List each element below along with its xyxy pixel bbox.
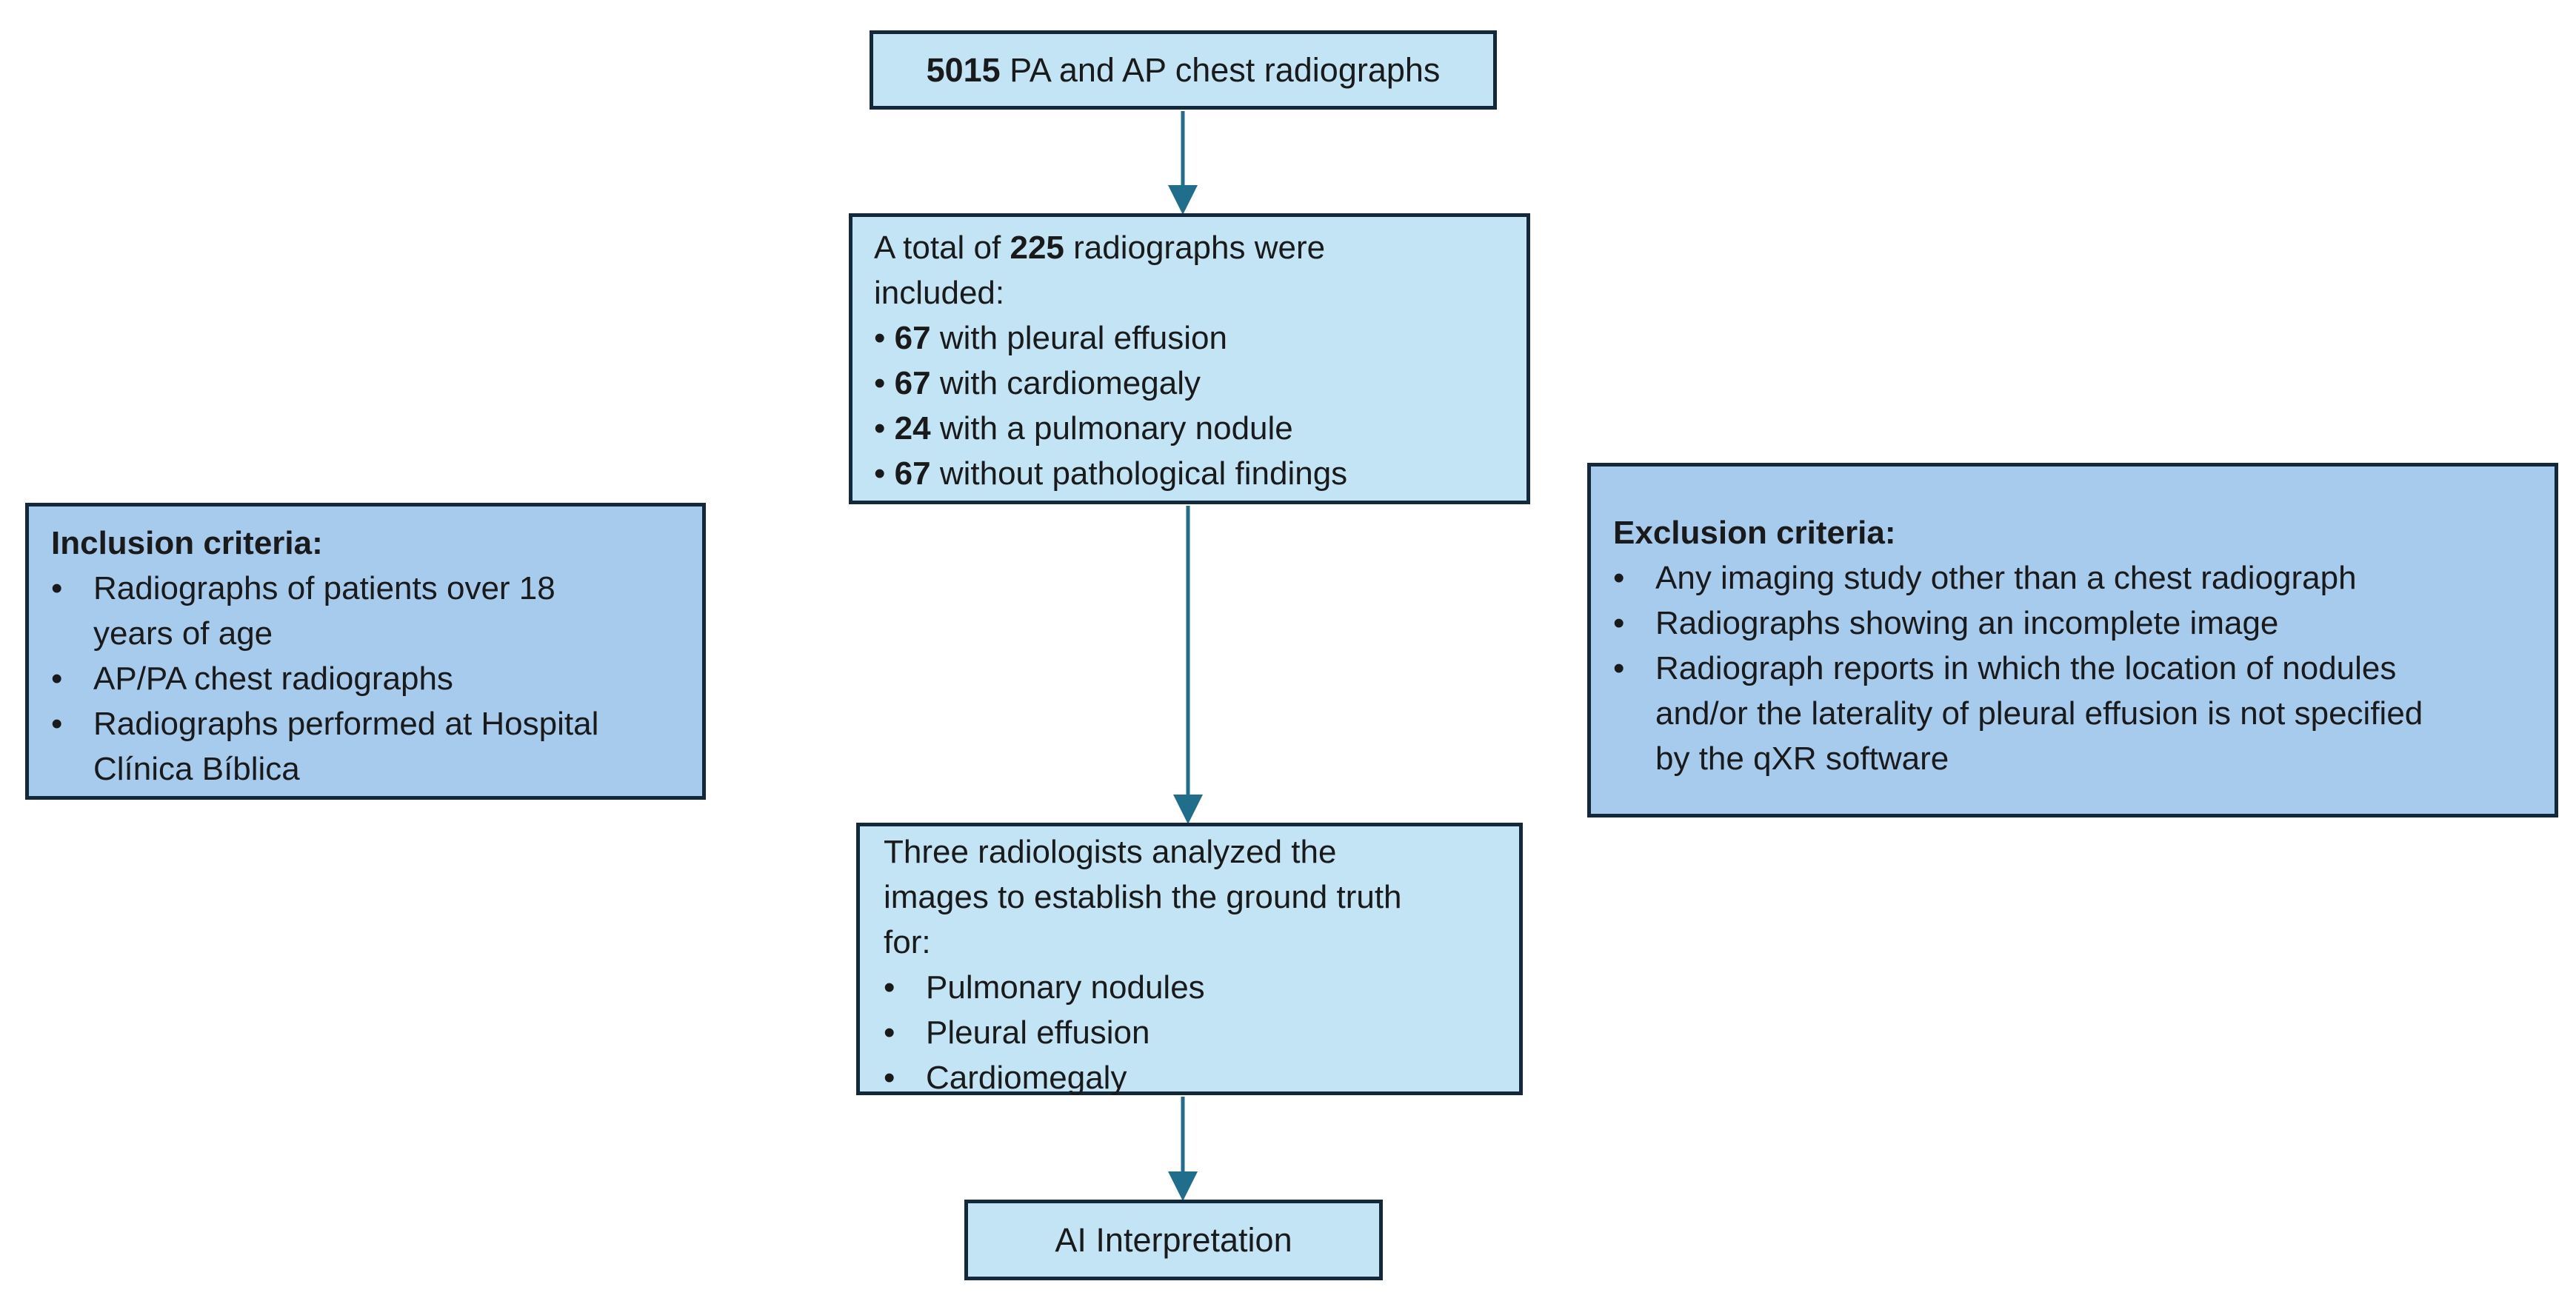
- start-box-text: 5015 PA and AP chest radiographs: [927, 47, 1441, 93]
- exclusion-item: • Radiograph reports in which the locati…: [1613, 646, 2555, 781]
- bullet-glyph: •: [51, 661, 63, 697]
- included-item-text: with pleural effusion: [930, 320, 1227, 356]
- bullet-glyph: •: [884, 1060, 895, 1096]
- inclusion-item-line: Clínica Bíblica: [93, 751, 300, 787]
- radiologists-item: • Cardiomegaly: [884, 1055, 1519, 1100]
- bullet-glyph: •: [884, 969, 895, 1006]
- exclusion-item-line: Any imaging study other than a chest rad…: [1655, 560, 2357, 596]
- exclusion-item: • Any imaging study other than a chest r…: [1613, 555, 2555, 601]
- included-box: A total of 225 radiographs were included…: [849, 213, 1530, 504]
- exclusion-criteria-title: Exclusion criteria:: [1613, 515, 1896, 551]
- included-item: • 67 without pathological findings: [874, 451, 1526, 496]
- bullet-glyph: •: [51, 570, 63, 606]
- included-item: • 67 with cardiomegaly: [874, 361, 1526, 406]
- exclusion-item: • Radiographs showing an incomplete imag…: [1613, 601, 2555, 646]
- exclusion-item-line: by the qXR software: [1655, 740, 1949, 777]
- radiologists-line: for:: [884, 924, 931, 960]
- included-line-1-suffix: radiographs were: [1064, 230, 1326, 266]
- bullet-glyph: •: [1613, 605, 1625, 641]
- included-line-1: A total of 225 radiographs were: [874, 225, 1526, 270]
- inclusion-criteria-box: Inclusion criteria: • Radiographs of pat…: [25, 503, 706, 800]
- bullet-glyph: •: [1613, 650, 1625, 686]
- ai-interpretation-label: AI Interpretation: [1055, 1221, 1292, 1259]
- inclusion-item: • Radiographs performed at Hospital Clín…: [51, 701, 702, 792]
- included-item-count: 67: [894, 365, 931, 401]
- exclusion-item-line: Radiographs showing an incomplete image: [1655, 605, 2279, 641]
- radiologists-item: • Pulmonary nodules: [884, 965, 1519, 1010]
- exclusion-item-line: and/or the laterality of pleural effusio…: [1655, 695, 2423, 732]
- bullet-glyph: •: [874, 455, 895, 492]
- inclusion-item: • AP/PA chest radiographs: [51, 656, 702, 701]
- bullet-glyph: •: [874, 410, 895, 447]
- start-count: 5015: [926, 51, 1001, 89]
- bullet-glyph: •: [884, 1014, 895, 1051]
- start-label: PA and AP chest radiographs: [1000, 51, 1441, 89]
- exclusion-item-line: Radiograph reports in which the location…: [1655, 650, 2397, 686]
- included-line-2: included:: [874, 275, 1005, 311]
- inclusion-item-line: Radiographs of patients over 18: [93, 570, 555, 606]
- included-item-count: 67: [894, 320, 931, 356]
- inclusion-item-line: AP/PA chest radiographs: [93, 661, 453, 697]
- radiologists-item-label: Pulmonary nodules: [926, 969, 1205, 1006]
- radiologists-line: Three radiologists analyzed the: [884, 834, 1337, 870]
- radiologists-item: • Pleural effusion: [884, 1010, 1519, 1055]
- radiologists-line: images to establish the ground truth: [884, 879, 1402, 915]
- bullet-glyph: •: [1613, 560, 1625, 596]
- inclusion-item-line: Radiographs performed at Hospital: [93, 706, 599, 742]
- included-item-count: 24: [894, 410, 931, 447]
- included-item-text: without pathological findings: [930, 455, 1348, 492]
- inclusion-item-line: years of age: [93, 615, 273, 652]
- radiologists-item-label: Pleural effusion: [926, 1014, 1150, 1051]
- included-item-text: with cardiomegaly: [930, 365, 1201, 401]
- inclusion-item: • Radiographs of patients over 18 years …: [51, 566, 702, 656]
- inclusion-criteria-title: Inclusion criteria:: [51, 525, 323, 561]
- exclusion-criteria-box: Exclusion criteria: • Any imaging study …: [1587, 463, 2558, 817]
- included-item: • 67 with pleural effusion: [874, 315, 1526, 361]
- included-item: • 24 with a pulmonary nodule: [874, 406, 1526, 451]
- bullet-glyph: •: [874, 320, 895, 356]
- bullet-glyph: •: [874, 365, 895, 401]
- included-item-text: with a pulmonary nodule: [930, 410, 1293, 447]
- included-line-1-prefix: A total of: [874, 230, 1010, 266]
- radiologists-box: Three radiologists analyzed the images t…: [856, 823, 1523, 1096]
- ai-interpretation-box: AI Interpretation: [964, 1200, 1383, 1280]
- radiologists-item-label: Cardiomegaly: [926, 1060, 1127, 1096]
- start-box: 5015 PA and AP chest radiographs: [870, 30, 1497, 110]
- included-total-count: 225: [1010, 230, 1064, 266]
- included-item-count: 67: [894, 455, 931, 492]
- bullet-glyph: •: [51, 706, 63, 742]
